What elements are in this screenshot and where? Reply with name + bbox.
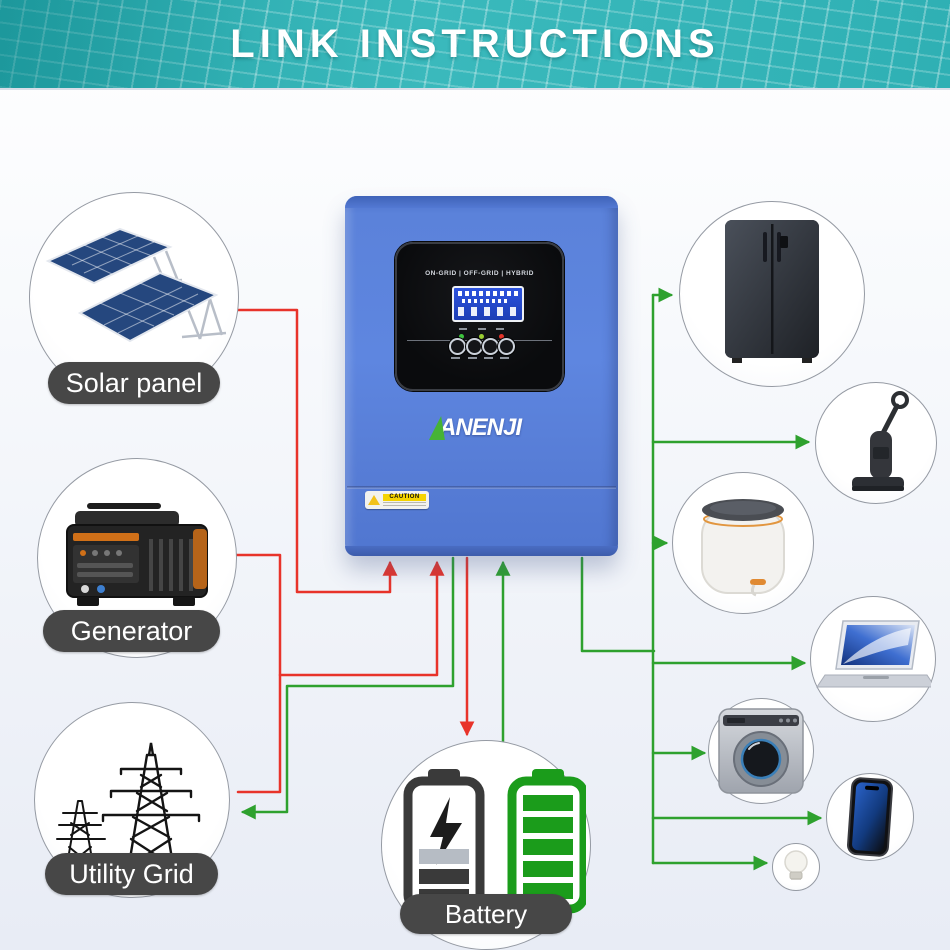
circle-refrigerator (679, 201, 865, 387)
circle-air-fryer (672, 472, 814, 614)
laptop-icon (816, 620, 931, 688)
label-solar-panel-text: Solar panel (65, 367, 203, 398)
up-button (466, 338, 483, 355)
air-fryer-icon (701, 499, 785, 597)
button-label-dash (451, 357, 460, 359)
vacuum-cleaner-icon (852, 391, 909, 491)
caution-sticker: CAUTION (365, 491, 429, 509)
power-towers-icon (56, 742, 201, 867)
button-label-dash (484, 357, 493, 359)
button-label-dash (500, 357, 509, 359)
enter-button (498, 338, 515, 355)
light-bulb-icon (784, 850, 808, 880)
mode-text: ON-GRID | OFF-GRID | HYBRID (425, 270, 534, 277)
label-utility-grid: Utility Grid (45, 853, 218, 895)
circle-vacuum-cleaner (815, 382, 937, 504)
page-title: LINK INSTRUCTIONS (230, 21, 720, 66)
brand-logo: ANENJI (428, 412, 541, 444)
status-leds (459, 334, 504, 339)
button-label-dash (468, 357, 477, 359)
generator-icon (66, 503, 208, 606)
inverter-display-panel: ON-GRID | OFF-GRID | HYBRID (395, 242, 564, 391)
led-red (499, 334, 504, 339)
lcd-digits-row (458, 291, 518, 296)
washing-machine-icon (718, 708, 804, 794)
circle-light-bulb (772, 843, 820, 891)
caution-text: CAUTION (383, 493, 426, 501)
lcd-digits-row2 (462, 299, 508, 303)
label-battery-text: Battery (444, 898, 528, 929)
label-generator-text: Generator (70, 615, 193, 646)
header-banner: LINK INSTRUCTIONS (0, 0, 950, 90)
circle-washing-machine (708, 698, 814, 804)
led-yellow-green (479, 334, 484, 339)
line-inverter-to-loads-bus (580, 556, 656, 653)
lcd-status-icons (458, 307, 518, 316)
refrigerator-icon (725, 220, 819, 363)
label-utility-grid-text: Utility Grid (69, 858, 194, 889)
inverter-bottom-edge (345, 546, 618, 556)
led-labels (459, 328, 504, 330)
down-button (482, 338, 499, 355)
circle-laptop (810, 596, 936, 722)
line-acbus-to-inverter (278, 560, 445, 677)
label-solar-panel: Solar panel (48, 362, 220, 404)
esc-button (449, 338, 466, 355)
label-generator: Generator (43, 610, 220, 652)
solar-panel-icon (45, 227, 227, 343)
caution-fine-print (383, 501, 426, 507)
line-inverter-to-grid (240, 556, 455, 820)
inverter: ON-GRID | OFF-GRID | HYBRID (345, 196, 618, 556)
brand-text: ANENJI (439, 414, 522, 441)
line-solar-to-inverter (234, 308, 398, 594)
warning-triangle-icon (368, 495, 380, 505)
lcd-screen (452, 286, 524, 322)
label-battery: Battery (400, 894, 572, 934)
inverter-seam (347, 486, 616, 489)
smartphone-icon (847, 777, 893, 857)
inverter-top-edge (345, 196, 618, 208)
circle-smartphone (826, 773, 914, 861)
led-green (459, 334, 464, 339)
line-generator-to-grid-bus (233, 553, 282, 794)
